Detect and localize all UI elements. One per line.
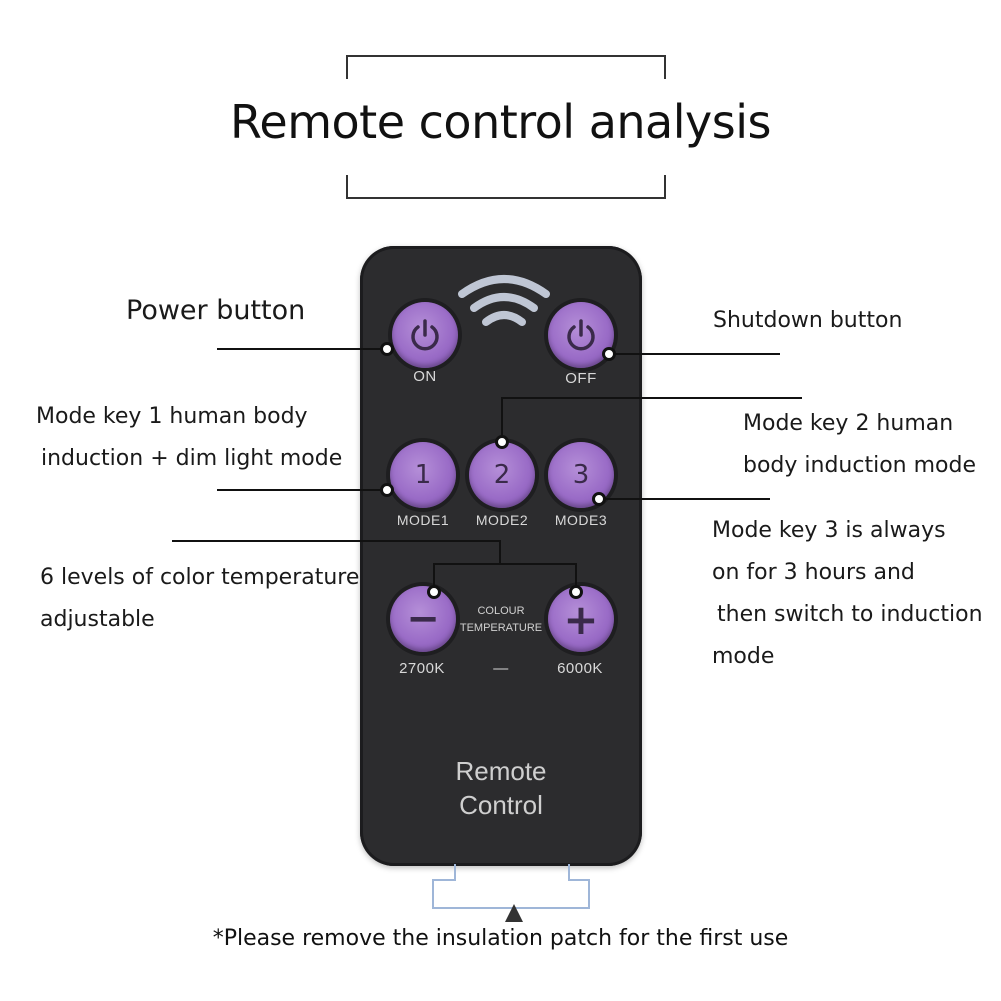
colour-label-line2: TEMPERATURE — [459, 622, 543, 634]
color-temp-annotation: 6 levels of color temperature adjustable — [40, 557, 359, 641]
mode2-annotation-line1: Mode key 2 human — [743, 411, 954, 436]
on-label: ON — [413, 368, 437, 385]
title-bracket-top — [346, 55, 666, 79]
mode1-marker-dot — [380, 483, 394, 497]
page-title: Remote control analysis — [230, 95, 771, 149]
footer-note: *Please remove the insulation patch for … — [212, 926, 789, 951]
mode3-marker-dot — [592, 492, 606, 506]
minus-button[interactable]: − — [390, 586, 456, 652]
range-dash: — — [493, 660, 509, 677]
mode3-annotation-line3: then switch to induction — [717, 602, 983, 627]
mode3-annotation-line1: Mode key 3 is always — [712, 518, 946, 543]
plus-button[interactable]: + — [548, 586, 614, 652]
mode2-annotation-line2: body induction mode — [743, 453, 976, 478]
colour-label-line1: COLOUR — [477, 605, 525, 617]
shutdown-annotation: Shutdown button — [713, 308, 903, 333]
low-temp-label: 2700K — [399, 660, 445, 677]
off-label: OFF — [565, 370, 597, 387]
mode3-label: MODE3 — [554, 512, 608, 528]
shutdown-marker-dot — [602, 347, 616, 361]
mode1-label: MODE1 — [396, 512, 450, 528]
brand-line1: Remote — [455, 756, 547, 786]
insulation-tab — [432, 864, 590, 909]
brand-line2: Control — [459, 790, 543, 820]
mode2-button[interactable]: 2 — [469, 442, 535, 508]
color-annotation-line1: 6 levels of color temperature — [40, 565, 360, 590]
mode3-annotation: Mode key 3 is always on for 3 hours and … — [712, 510, 983, 678]
mode3-annotation-line4: mode — [712, 644, 775, 669]
mode3-annotation-line2: on for 3 hours and — [712, 560, 915, 585]
plus-marker-dot — [569, 585, 583, 599]
mode1-button[interactable]: 1 — [390, 442, 456, 508]
mode2-marker-dot — [495, 435, 509, 449]
mode1-annotation-line2: induction + dim light mode — [41, 446, 343, 471]
high-temp-label: 6000K — [557, 660, 603, 677]
mode2-label: MODE2 — [475, 512, 529, 528]
power-marker-dot — [380, 342, 394, 356]
power-annotation: Power button — [126, 295, 306, 326]
colour-temperature-label: COLOUR TEMPERATURE — [456, 603, 546, 637]
mode2-annotation: Mode key 2 human body induction mode — [743, 403, 976, 487]
remote-brand-text: Remote Control — [360, 754, 642, 822]
power-icon — [567, 319, 595, 351]
mode1-annotation: Mode key 1 human body induction + dim li… — [36, 396, 342, 480]
arrow-up-icon — [505, 904, 523, 922]
on-button[interactable] — [392, 302, 458, 368]
power-icon — [411, 319, 439, 351]
mode1-annotation-line1: Mode key 1 human body — [36, 404, 308, 429]
signal-icon — [458, 275, 550, 326]
minus-marker-dot — [427, 585, 441, 599]
title-bracket-bottom — [346, 175, 666, 199]
color-annotation-line2: adjustable — [40, 607, 155, 632]
